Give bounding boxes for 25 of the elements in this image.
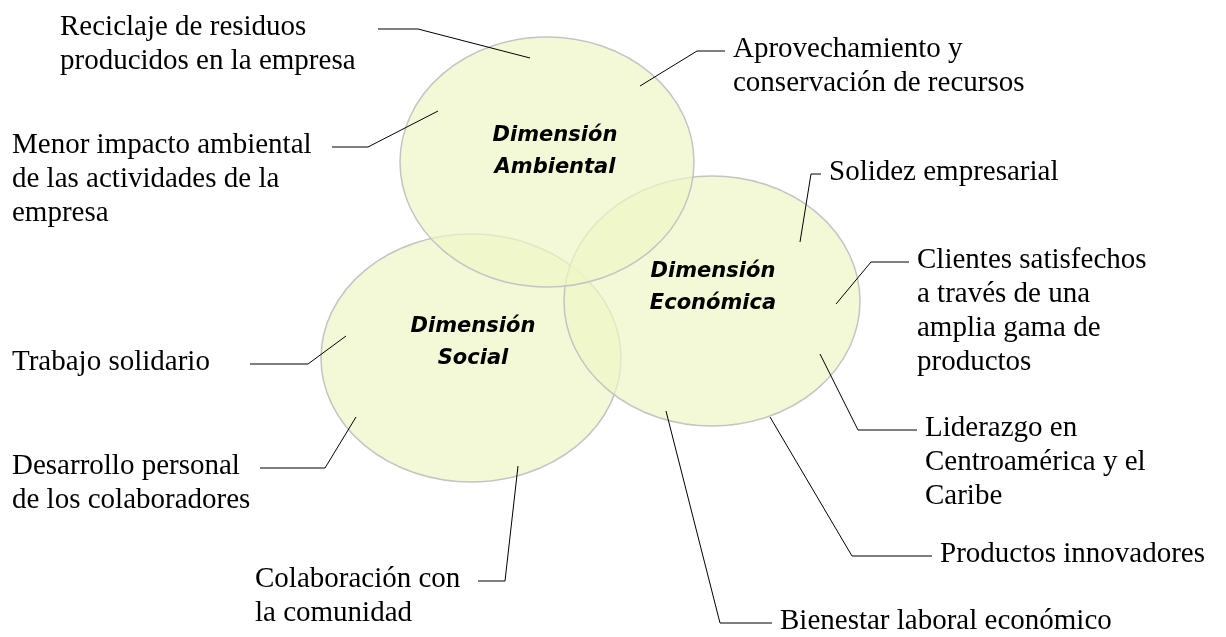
circle-title: Dimensión Ambiental: [491, 121, 619, 180]
callout-text: Trabajo solidario: [4, 343, 250, 377]
circle-title: Dimensión Económica: [648, 257, 778, 316]
callout-text: Desarrollo personal de los colaboradores: [4, 447, 260, 515]
callout-text: Solidez empresarial: [821, 153, 1087, 187]
leader-line: [249, 335, 347, 365]
callout-text: Bienestar laboral económico: [772, 602, 1138, 636]
callout-text: Reciclaje de residuos producidos en la empresa: [52, 8, 378, 76]
callout-text: Aprovechamiento y conservación de recursos: [725, 30, 1041, 98]
leader-line: [835, 261, 910, 305]
leader-line: [377, 28, 531, 59]
leader-line: [259, 416, 357, 469]
leader-line: [477, 465, 519, 582]
callout-text: Productos innovadores: [932, 535, 1226, 569]
leader-line: [819, 353, 918, 431]
callout-text: Clientes satisfechos a través de una amplia gama de productos: [909, 241, 1161, 377]
leader-line: [799, 173, 822, 243]
leader-line: [769, 416, 933, 557]
circle-title: Dimensión Social: [409, 312, 537, 371]
leader-line: [331, 110, 439, 148]
callout-text: Menor impacto ambiental de las actividades de la empresa: [4, 126, 332, 228]
leader-line: [639, 50, 726, 87]
leader-line: [665, 410, 773, 624]
callout-text: Colaboración con la comunidad: [247, 560, 478, 628]
callout-text: Liderazgo en Centroamérica y el Caribe: [917, 409, 1163, 511]
